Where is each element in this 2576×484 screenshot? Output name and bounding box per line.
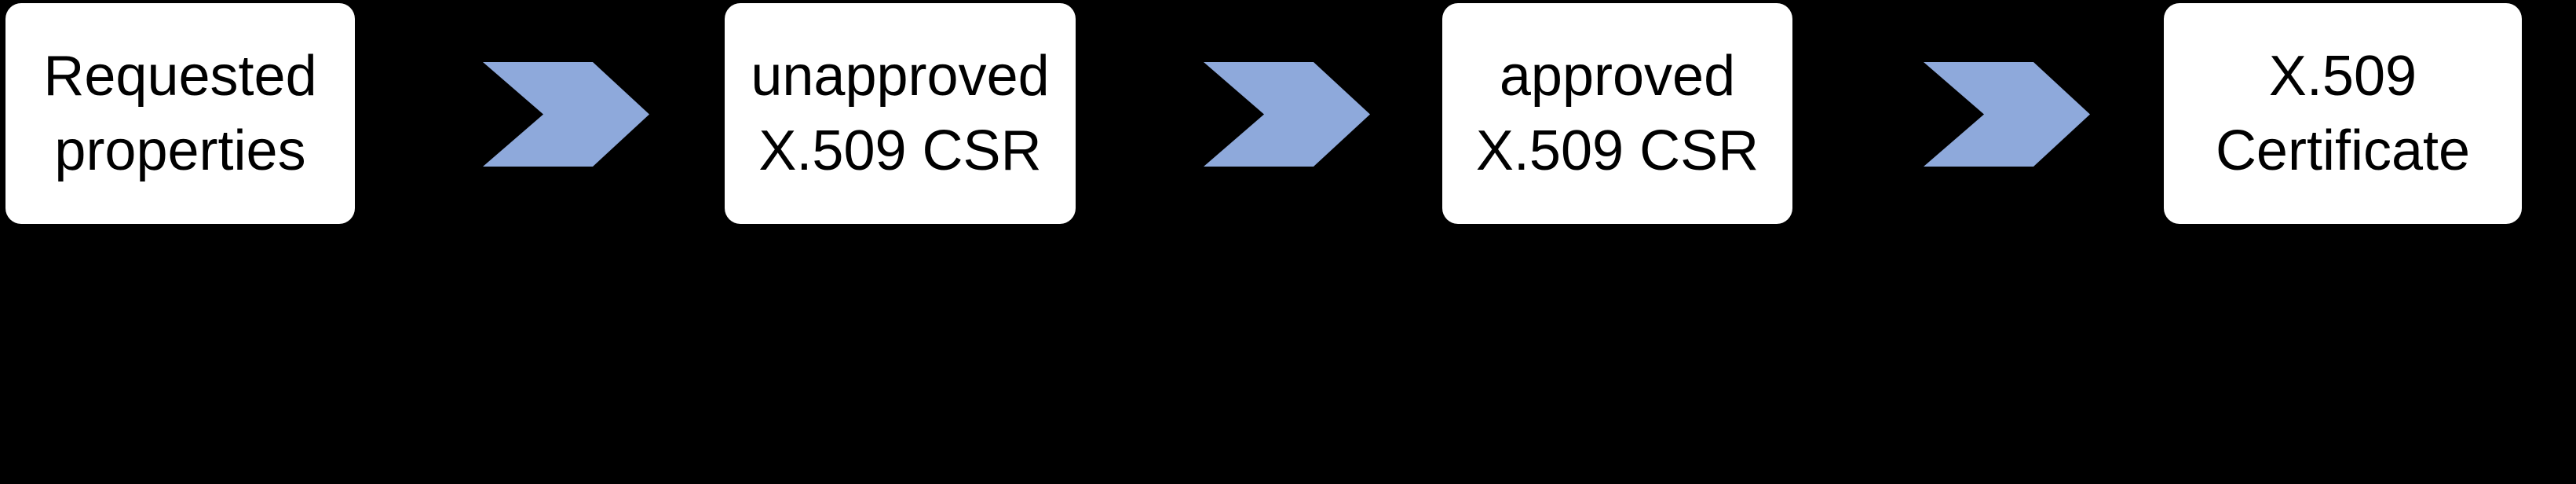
flow-node-label: unapproved X.509 CSR	[751, 44, 1050, 182]
flow-node-unapproved-csr: unapproved X.509 CSR	[725, 3, 1076, 224]
chevron-right-shape	[1204, 62, 1370, 167]
flow-node-x509-certificate: X.509 Certificate	[2164, 3, 2522, 224]
flow-node-label: Requested properties	[43, 44, 317, 182]
chevron-right-icon	[1924, 62, 2090, 167]
chevron-right-icon	[1204, 62, 1370, 167]
flow-node-requested-properties: Requested properties	[5, 3, 355, 224]
flow-node-label: approved X.509 CSR	[1475, 44, 1759, 182]
chevron-right-shape	[1924, 62, 2090, 167]
flow-node-approved-csr: approved X.509 CSR	[1442, 3, 1792, 224]
chevron-right-shape	[483, 62, 649, 167]
chevron-right-icon	[483, 62, 649, 167]
flow-node-label: X.509 Certificate	[2215, 44, 2471, 182]
